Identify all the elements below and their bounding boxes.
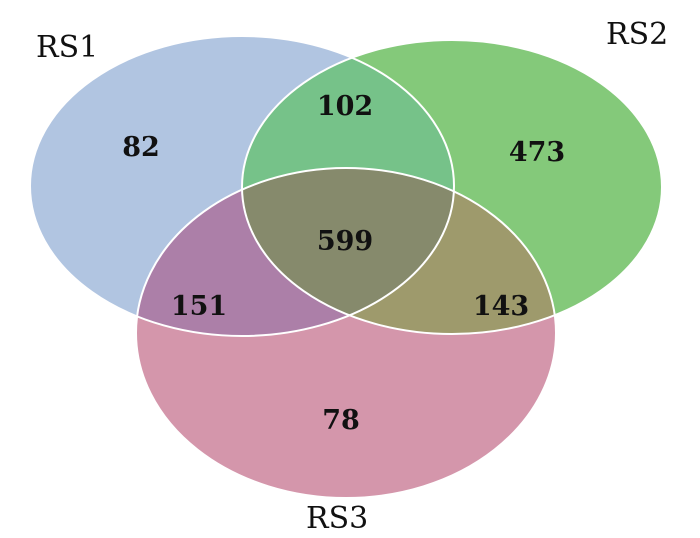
all-sets-count: 599 bbox=[317, 226, 373, 257]
rs2-outline bbox=[241, 39, 663, 335]
rs1-only-count: 82 bbox=[122, 132, 160, 163]
rs3-only-count: 78 bbox=[322, 405, 360, 436]
rs2-label: RS2 bbox=[606, 17, 668, 52]
rs1-label: RS1 bbox=[36, 30, 98, 65]
rs1-rs3-count: 151 bbox=[171, 291, 227, 322]
rs2-only-count: 473 bbox=[509, 137, 565, 168]
rs3-label: RS3 bbox=[306, 501, 368, 536]
rs1-outline bbox=[29, 35, 455, 337]
set-outlines bbox=[29, 35, 663, 499]
rs3-outline bbox=[135, 167, 557, 499]
rs2-rs3-count: 143 bbox=[473, 291, 529, 322]
rs1-rs2-count: 102 bbox=[317, 91, 373, 122]
